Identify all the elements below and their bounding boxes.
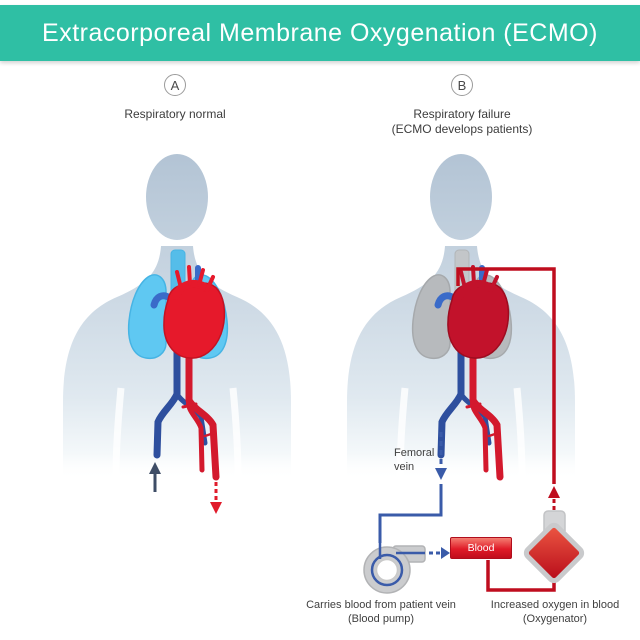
page-title: Extracorporeal Membrane Oxygenation (ECM…	[42, 18, 598, 47]
blood-pump-caption: Carries blood from patient vein (Blood p…	[281, 598, 481, 626]
panel-a-title: Respiratory normal	[124, 107, 226, 121]
blood-pump	[363, 540, 426, 594]
oxygenator-caption-line1: Increased oxygen in blood	[490, 599, 620, 611]
blood-pump-caption-line2: (Blood pump)	[347, 613, 415, 625]
oxygen-return-line	[456, 267, 560, 510]
panel-b-title-line1: Respiratory failure	[413, 107, 511, 121]
figure-a-arterial-flow-arrow	[210, 482, 222, 514]
ecmo-circuit	[363, 267, 585, 594]
panel-b-title: Respiratory failure (ECMO develops patie…	[362, 107, 562, 137]
blood-to-oxygenator-line	[486, 560, 556, 592]
panel-b-badge-letter: B	[457, 77, 467, 93]
figure-a-left-lung	[127, 274, 167, 360]
femoral-vein-label-line1: Femoral	[394, 447, 435, 459]
figure-a-venous-flow-arrow	[149, 462, 161, 492]
blood-pump-caption-line1: Carries blood from patient vein	[306, 599, 456, 611]
blood-box-label: Blood	[467, 542, 495, 554]
femoral-vein-drainage-line	[378, 432, 447, 543]
panel-b-title-line2: (ECMO develops patients)	[391, 122, 533, 136]
figure-a	[63, 154, 291, 514]
oxygenator	[523, 510, 585, 584]
figure-b	[347, 154, 575, 478]
femoral-vein-label-line2: vein	[394, 461, 415, 473]
oxygenator-caption: Increased oxygen in blood (Oxygenator)	[460, 598, 640, 626]
panel-a-badge-letter: A	[170, 77, 180, 93]
figure-b-left-lung	[411, 274, 451, 360]
oxygenator-caption-line2: (Oxygenator)	[522, 613, 588, 625]
panel-a-badge: A	[164, 74, 186, 96]
pump-to-blood-arrow	[429, 547, 450, 559]
panel-b-badge: B	[451, 74, 473, 96]
femoral-vein-label: Femoral vein	[394, 446, 434, 474]
blood-box: Blood	[450, 537, 512, 559]
title-banner: Extracorporeal Membrane Oxygenation (ECM…	[0, 5, 640, 61]
